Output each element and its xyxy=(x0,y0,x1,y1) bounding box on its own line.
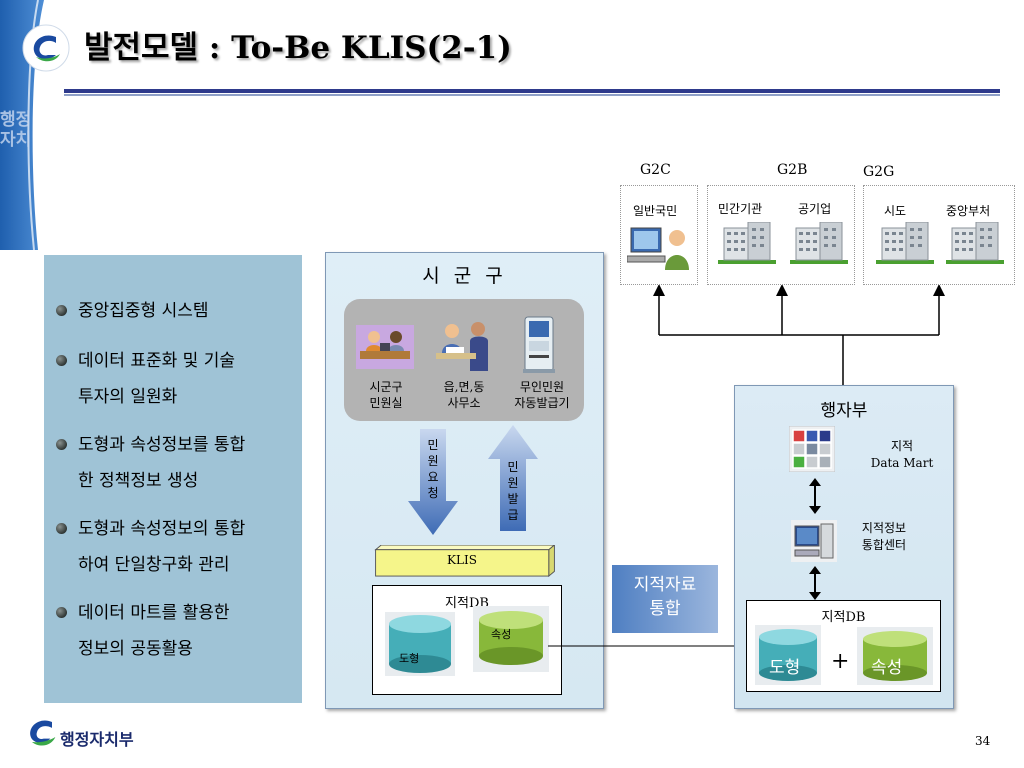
bullet-text: 중앙집중형 시스템 xyxy=(78,301,209,321)
issue-arrow-up-icon xyxy=(488,425,538,531)
g2b-item-label: 민간기관 xyxy=(718,202,763,216)
g2b-label: G2B xyxy=(777,162,808,178)
data-integration-box xyxy=(612,565,718,633)
footer-org-name: 행정자치부 xyxy=(60,730,134,749)
bullet-dot-icon xyxy=(56,523,67,534)
g2b-box: 민간기관 공기업 xyxy=(707,185,855,285)
data-mart-cube-icon xyxy=(789,426,835,472)
ministry-logo-icon xyxy=(22,24,70,72)
g2c-label: G2C xyxy=(640,162,671,178)
g2b-item-label: 공기업 xyxy=(798,202,832,216)
bidirectional-arrow-icon xyxy=(809,566,821,600)
g2g-box: 시도 중앙부처 xyxy=(863,185,1015,285)
shape-db-label: 도형 xyxy=(769,658,801,678)
attr-db-label: 속성 xyxy=(491,628,512,641)
integration-center-server-icon xyxy=(791,520,837,562)
kiosk-icon xyxy=(523,316,555,373)
attr-db-cylinder-icon xyxy=(473,606,549,672)
bullet-dot-icon xyxy=(56,439,67,450)
title-underline xyxy=(64,89,1000,93)
page-number: 34 xyxy=(975,734,991,748)
attr-db-cylinder-icon xyxy=(857,627,933,685)
title-underline-secondary xyxy=(64,94,1000,96)
civil-office-icon xyxy=(356,325,414,369)
mois-title: 행자부 xyxy=(820,401,868,421)
klis-label: KLIS xyxy=(447,553,477,567)
township-office-icon xyxy=(436,322,488,371)
shape-db-label: 도형 xyxy=(399,652,420,665)
citizen-computer-icon xyxy=(627,227,689,270)
request-arrow-down-icon xyxy=(408,429,458,535)
plus-label: + xyxy=(831,649,850,674)
mois-db-title: 지적DB xyxy=(821,610,866,625)
side-watermark: 행정자치 xyxy=(0,110,32,150)
g2c-item-label: 일반국민 xyxy=(633,204,678,218)
sigungu-db-box: 지적DB 도형 속성 xyxy=(372,585,562,695)
g2g-label: G2G xyxy=(863,164,895,180)
attr-db-label: 속성 xyxy=(871,658,903,678)
mois-db-box: 지적DB 도형 + 속성 xyxy=(746,600,941,692)
bidirectional-arrow-icon xyxy=(809,478,821,514)
g2c-box: 일반국민 xyxy=(620,185,698,285)
g2g-item-label: 중앙부처 xyxy=(946,204,991,218)
sigungu-title: 시 군 구 xyxy=(422,265,507,287)
shape-db-cylinder-icon xyxy=(755,625,821,685)
bullet-dot-icon xyxy=(56,305,67,316)
private-org-building-icon xyxy=(718,222,776,264)
page-title: 발전모델 : To-Be KLIS(2-1) xyxy=(84,30,512,66)
g2g-item-label: 시도 xyxy=(884,204,907,218)
province-building-icon xyxy=(876,222,934,264)
public-corp-building-icon xyxy=(790,222,848,264)
bullet-dot-icon xyxy=(56,355,67,366)
klis-system-box xyxy=(374,545,556,577)
shape-db-cylinder-icon xyxy=(385,612,455,676)
central-gov-building-icon xyxy=(946,222,1004,264)
bullet-dot-icon xyxy=(56,607,67,618)
footer-logo-icon xyxy=(30,720,56,746)
